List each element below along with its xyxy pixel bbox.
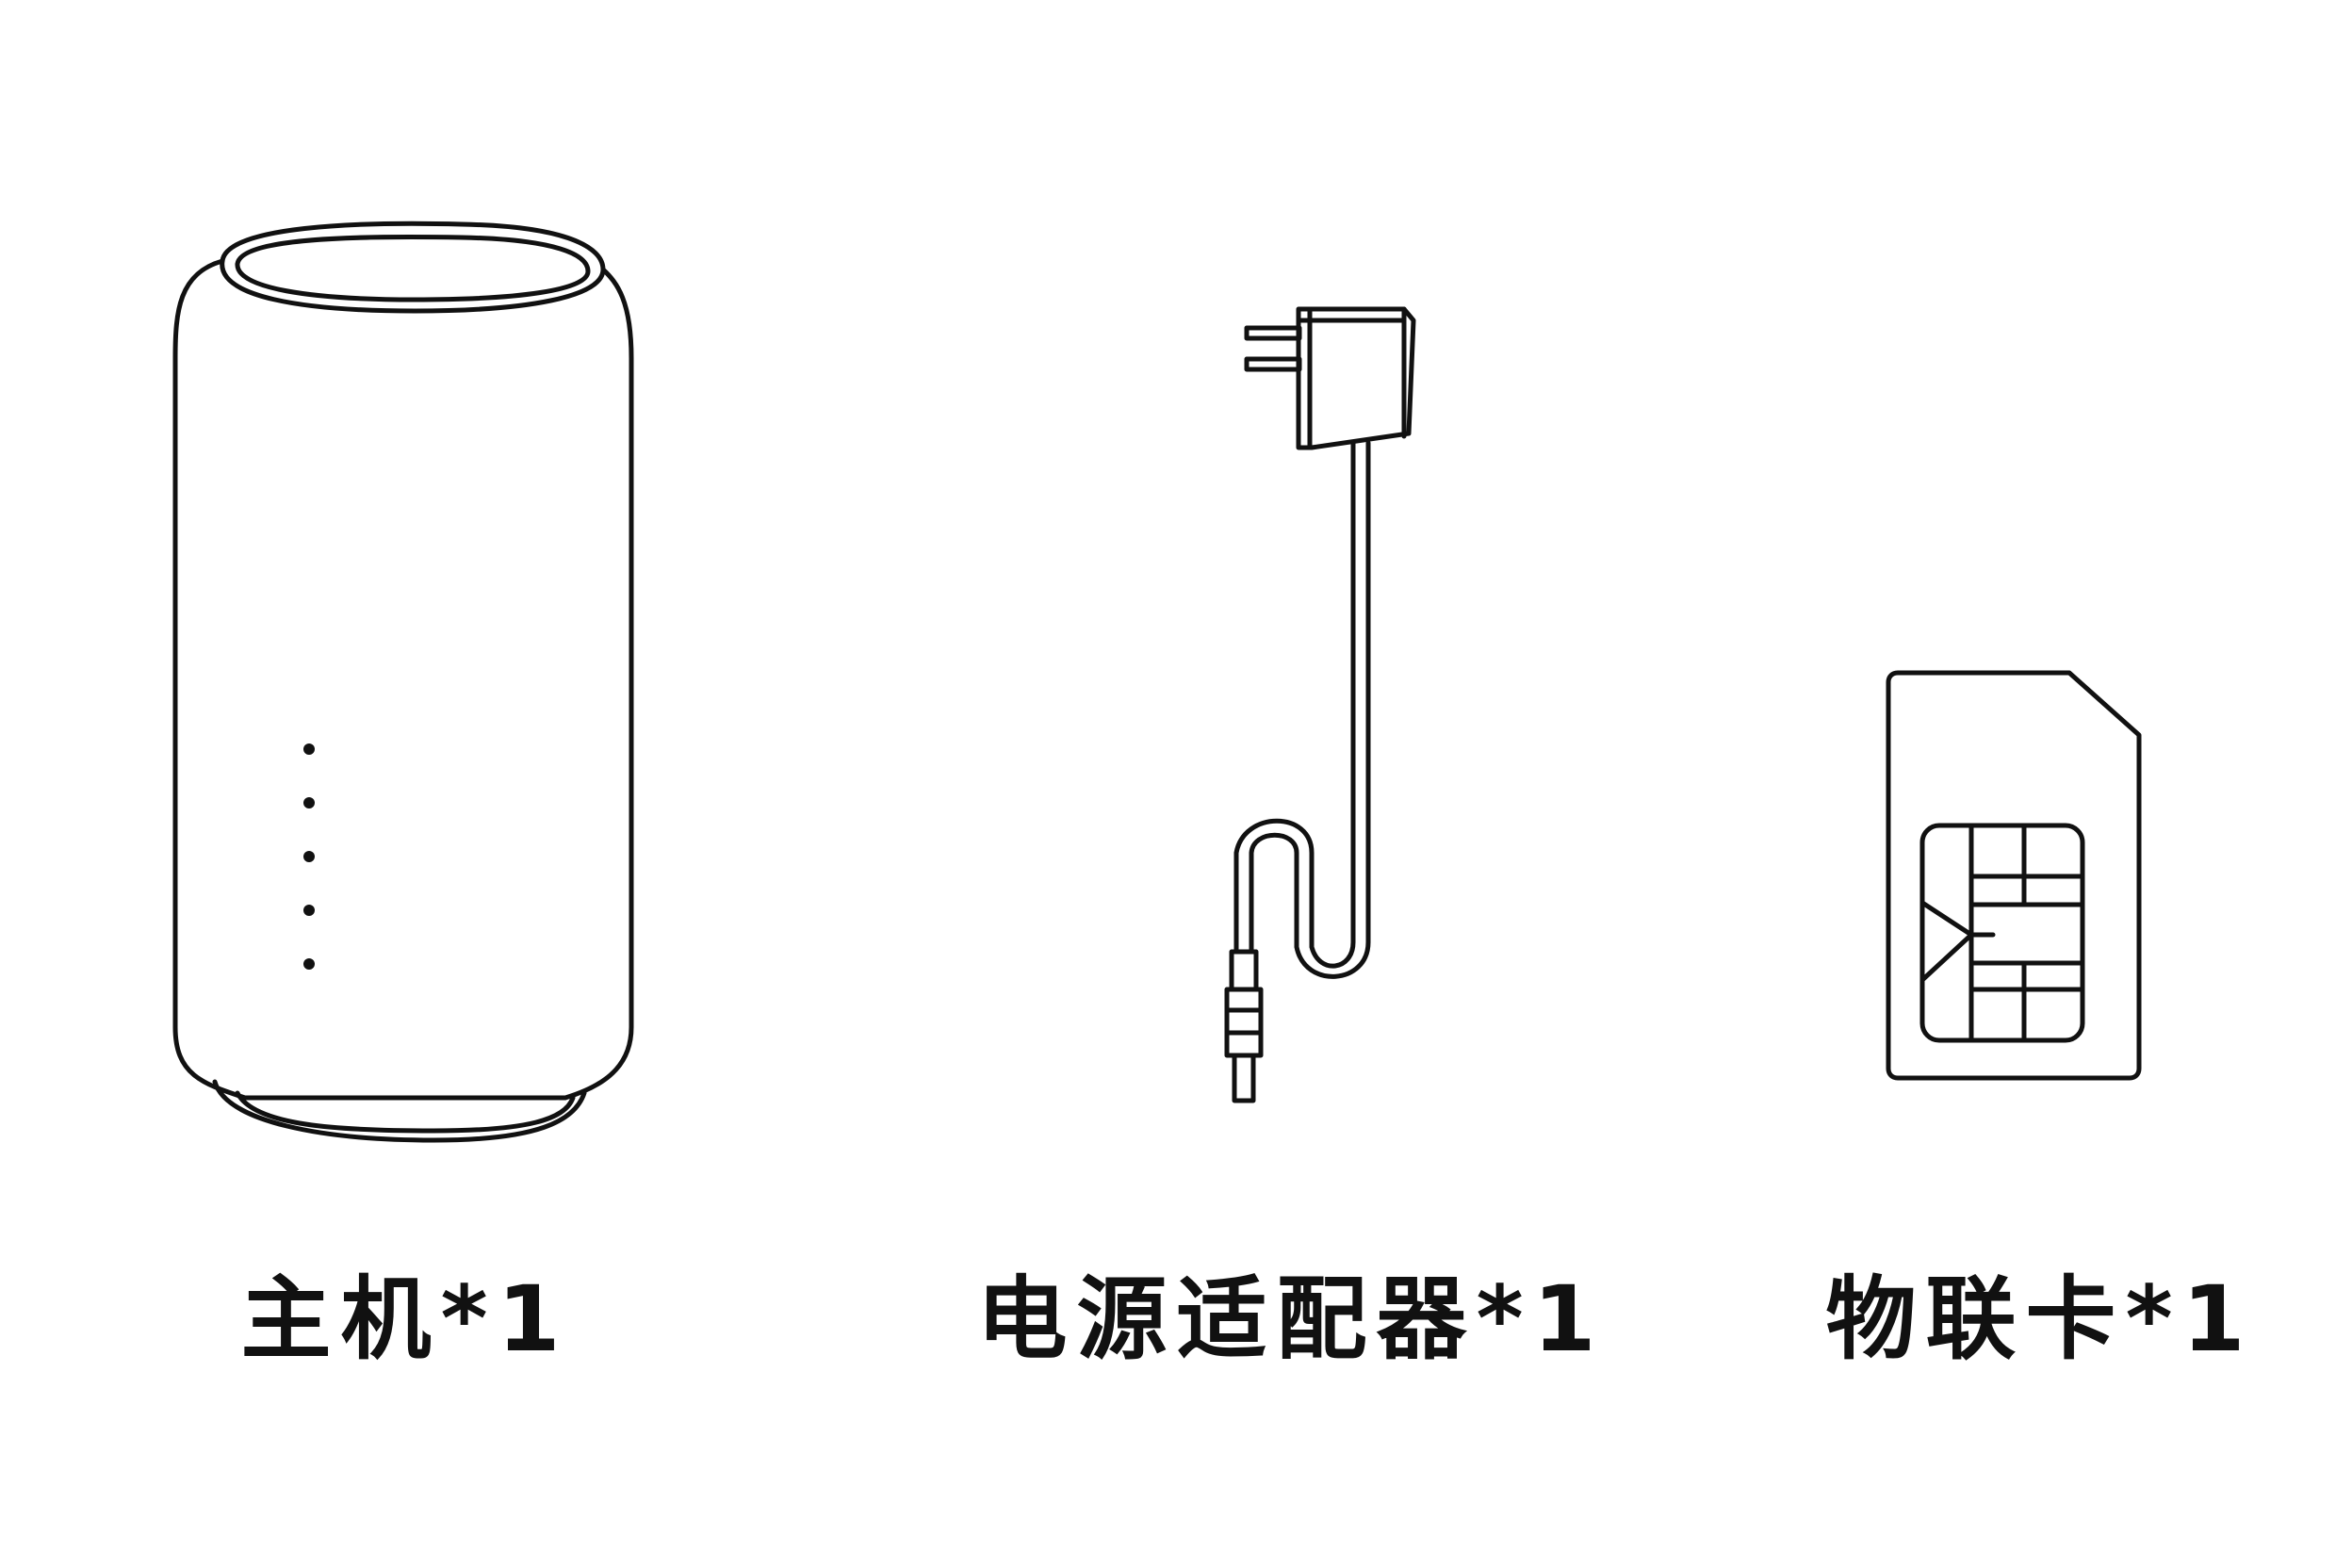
power-adapter-icon	[1224, 306, 1416, 1103]
host-label: 主机*1	[240, 1266, 570, 1372]
sim-card-label: 物联卡*1	[1825, 1266, 2255, 1372]
led-indicators	[303, 743, 315, 970]
router-icon	[172, 220, 634, 1143]
sim-card-icon	[1886, 670, 2142, 1081]
power-adapter-label: 电源适配器*1	[976, 1266, 1606, 1372]
